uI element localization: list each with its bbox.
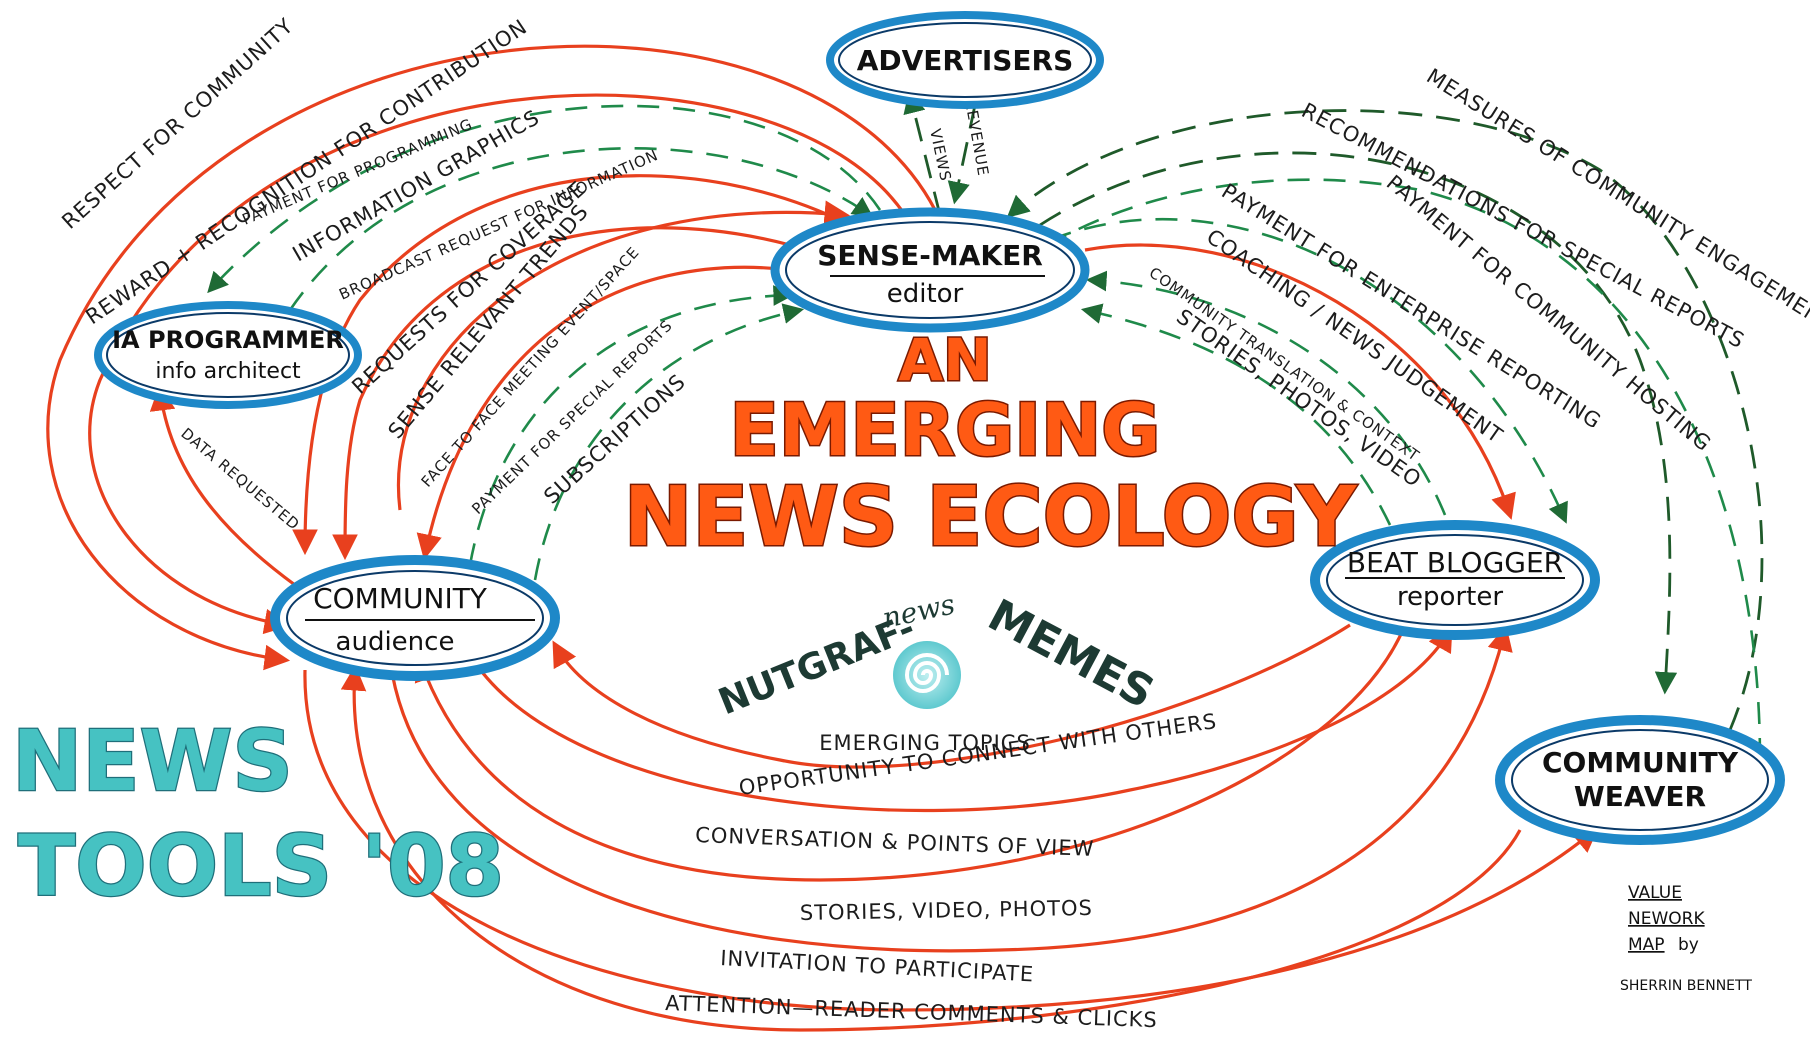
label-conversation: CONVERSATION & POINTS OF VIEW: [695, 823, 1095, 861]
community-subtitle: audience: [336, 627, 455, 657]
credit-block: VALUE NEWORK MAP by SHERRIN BENNETT: [1620, 883, 1752, 994]
news-tools-line1: NEWS: [12, 712, 293, 810]
node-community: COMMUNITY audience: [270, 555, 560, 681]
flow-lines: [46, 44, 1764, 1032]
flow-conversation: [468, 625, 1453, 813]
community-weaver-line2: WEAVER: [1574, 780, 1706, 813]
node-ia-programmer: IA PROGRAMMER info architect: [94, 301, 362, 409]
flow-info-graphics: [288, 147, 874, 311]
node-community-weaver: COMMUNITY WEAVER: [1495, 715, 1785, 845]
ia-programmer-subtitle: info architect: [155, 359, 301, 384]
beat-blogger-title: BEAT BLOGGER: [1347, 546, 1563, 579]
spiral-icon: [893, 641, 961, 709]
flow-invitation: [388, 625, 1513, 953]
credit-line2: NEWORK: [1628, 909, 1705, 929]
flow-revenue: [947, 104, 977, 205]
flow-sense: [396, 200, 851, 511]
community-title: COMMUNITY: [313, 582, 488, 615]
flow-coaching: [1084, 243, 1516, 520]
flow-reward: [88, 93, 907, 635]
flow-stories-photos: [1080, 303, 1392, 526]
ia-programmer-title: IA PROGRAMMER: [112, 326, 344, 354]
flow-stories-video: [414, 624, 1407, 882]
title-line3: NEWS ECOLOGY: [624, 470, 1358, 565]
sense-maker-subtitle: editor: [887, 279, 964, 309]
node-beat-blogger: BEAT BLOGGER reporter: [1310, 520, 1600, 640]
flow-weaver-invite: [303, 669, 1599, 1012]
flow-respect: [46, 44, 942, 671]
flow-opportunity: [552, 623, 1351, 769]
news-script-label: news: [880, 587, 958, 634]
credit-line5: SHERRIN BENNETT: [1620, 978, 1752, 994]
flow-data-requested: [149, 384, 296, 587]
community-weaver-line1: COMMUNITY: [1542, 746, 1739, 779]
sense-maker-title: SENSE-MAKER: [817, 239, 1043, 272]
flow-requests: [332, 226, 791, 561]
flow-payment-programming: [207, 104, 882, 294]
credit-line1: VALUE: [1628, 883, 1682, 903]
flow-subscriptions: [533, 303, 805, 581]
flow-measures: [1006, 109, 1764, 731]
news-tools-line2: TOOLS '08: [18, 817, 504, 915]
label-data-requested: DATA REQUESTED: [177, 424, 303, 534]
flow-broadcast: [292, 174, 851, 556]
memes-label: MEMES: [980, 590, 1162, 719]
credit-line3: MAP: [1628, 935, 1665, 955]
news-tools-logo: NEWS TOOLS '08: [11, 711, 506, 917]
flow-payment-hosting: [1036, 178, 1762, 761]
flow-translation: [1085, 270, 1447, 516]
flow-payment-enterprise: [1049, 218, 1568, 524]
emerging-topics-label: EMERGING TOPICS: [819, 731, 1031, 755]
flow-attention: [340, 664, 1522, 1032]
credit-line4: by: [1678, 935, 1699, 955]
label-stories-video: STORIES, VIDEO, PHOTOS: [800, 896, 1093, 925]
flow-recommendations: [1039, 151, 1678, 695]
label-stories-photos: STORIES, PHOTOS, VIDEO: [1172, 304, 1426, 492]
flow-face: [416, 265, 791, 561]
advertisers-title: ADVERTISERS: [857, 44, 1074, 77]
flow-payment-special: [468, 285, 795, 566]
label-revenue: REVENUE: [961, 98, 992, 178]
label-invitation: INVITATION TO PARTICIPATE: [720, 946, 1035, 986]
beat-blogger-subtitle: reporter: [1397, 582, 1503, 612]
title-line2: EMERGING: [730, 388, 1161, 472]
flow-views: [903, 90, 942, 216]
main-title: AN EMERGING NEWS ECOLOGY: [622, 325, 1359, 567]
title-line1: AN: [898, 326, 991, 394]
node-sense-maker: SENSE-MAKER editor: [770, 207, 1090, 333]
node-advertisers: ADVERTISERS: [826, 11, 1104, 109]
